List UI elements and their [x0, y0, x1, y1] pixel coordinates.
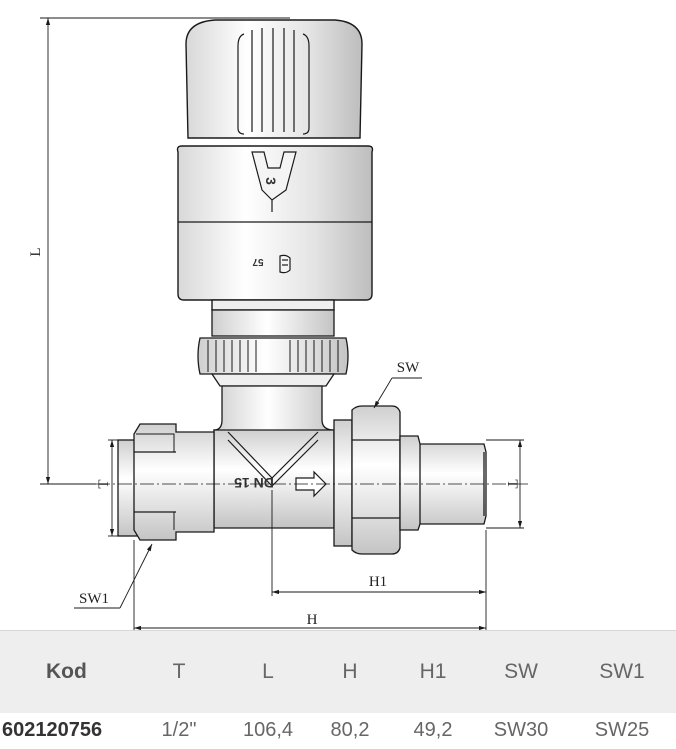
- thermostatic-head: 3 57: [176, 19, 374, 311]
- right-collar: [333, 419, 353, 547]
- right-connection: [333, 405, 487, 555]
- union-nut-knurl: [207, 340, 339, 372]
- header-sw: SW: [504, 659, 538, 683]
- head-marking: 57: [252, 256, 264, 267]
- dimension-H-label: H: [307, 612, 318, 628]
- head-scale-marking: 3: [263, 177, 279, 185]
- valve-body: DN 15: [195, 385, 335, 529]
- cell-t: 1/2": [161, 719, 197, 741]
- table-header-row: Kod T L H H1 SW SW1: [0, 630, 676, 713]
- valve-technical-drawing: 3 57: [28, 17, 528, 630]
- table-row: 602120756 1/2" 106,4 80,2 49,2 SW30 SW25: [0, 712, 676, 749]
- cell-h1: 49,2: [413, 719, 453, 741]
- left-connection: [117, 423, 215, 541]
- dimension-L: [40, 17, 290, 485]
- header-sw1: SW1: [599, 659, 645, 683]
- cell-sw: SW30: [493, 719, 549, 741]
- dimension-H: [133, 540, 486, 630]
- dimension-H1: [271, 490, 487, 630]
- head-neck: [211, 299, 335, 311]
- header-t: T: [172, 659, 186, 683]
- cell-h: 80,2: [330, 719, 370, 741]
- dimension-SW1-label: SW1: [79, 591, 109, 607]
- dimension-T-right: [486, 439, 524, 529]
- head-top-cap: [185, 19, 363, 139]
- right-threaded-tail: [399, 435, 487, 531]
- header-kod: Kod: [46, 659, 87, 683]
- head-grip-ribs: [237, 28, 310, 135]
- head-indicator: [251, 151, 297, 201]
- right-hex-nut: [351, 405, 401, 555]
- cell-kod: 602120756: [2, 719, 103, 741]
- dimension-L-label: L: [28, 247, 44, 256]
- body-marking: DN 15: [234, 475, 274, 491]
- spec-table: Kod T L H H1 SW SW1 602120756 1/2" 106,4…: [0, 630, 676, 749]
- dimension-SW1: [74, 543, 153, 609]
- dimension-T-left: [108, 439, 120, 537]
- header-h1: H1: [419, 659, 447, 683]
- union-nut: [197, 309, 349, 387]
- head-lower-body: [176, 145, 374, 301]
- head-logo: [279, 254, 291, 274]
- cell-sw1: SW25: [594, 719, 650, 741]
- dimension-H1-label: H1: [369, 574, 387, 590]
- header-h: H: [342, 659, 358, 683]
- left-hex-nut: [133, 423, 215, 541]
- dimension-T-left-label: T: [96, 479, 112, 488]
- dimension-SW-label: SW: [397, 360, 420, 376]
- dimension-T-right-label: T: [504, 479, 520, 488]
- dimension-SW: [373, 377, 422, 409]
- cell-l: 106,4: [242, 719, 294, 741]
- header-l: L: [262, 659, 274, 683]
